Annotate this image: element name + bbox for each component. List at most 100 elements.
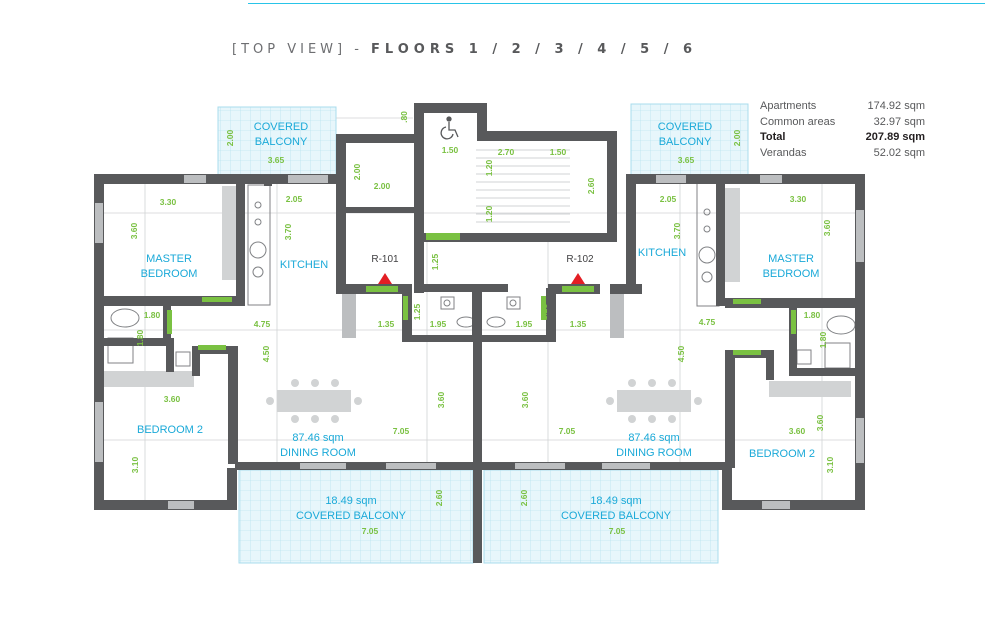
room-label: BEDROOM 2 <box>137 424 203 436</box>
dimension-label: 3.65 <box>678 155 695 165</box>
dimension-label: 1.25 <box>430 253 440 270</box>
dimension-label: 1.80 <box>818 331 828 348</box>
dimension-label: 4.75 <box>699 317 716 327</box>
unit-label-r101: R-101 <box>371 254 399 265</box>
dimension-label: 1.80 <box>144 310 161 320</box>
room-label: BEDROOM <box>141 268 198 280</box>
windows <box>95 175 864 509</box>
dimension-label: 2.05 <box>660 194 677 204</box>
dimension-label: 1.95 <box>516 319 533 329</box>
area-label: Apartments <box>760 100 817 112</box>
dimension-label: 3.10 <box>825 456 835 473</box>
dimension-label: 3.30 <box>160 197 177 207</box>
room-label: KITCHEN <box>280 259 328 271</box>
dimension-label: 3.60 <box>129 222 139 239</box>
dimension-label: 2.70 <box>498 147 515 157</box>
dimension-label: 1.20 <box>484 159 494 176</box>
dimension-label: 7.05 <box>362 526 379 536</box>
room-label: BALCONY <box>255 136 308 148</box>
dimension-label: 3.60 <box>789 426 806 436</box>
view-title: [TOP VIEW] - FLOORS 1 / 2 / 3 / 4 / 5 / … <box>232 42 697 57</box>
view-title-floors: FLOORS 1 / 2 / 3 / 4 / 5 / 6 <box>371 42 698 57</box>
top-accent-rule <box>248 3 985 4</box>
dimension-label: 2.60 <box>434 489 444 506</box>
dimension-label: .80 <box>399 111 409 123</box>
room-label: MASTER <box>146 253 192 265</box>
area-label: Common areas <box>760 115 836 128</box>
area-value: 174.92 sqm <box>867 100 925 112</box>
dimension-label: 3.60 <box>815 414 825 431</box>
room-label: 87.46 sqm <box>628 432 679 444</box>
dimension-label: 1.20 <box>484 205 494 222</box>
area-row: Common areas 32.97 sqm <box>760 115 925 131</box>
area-row: Verandas 52.02 sqm <box>760 146 925 162</box>
room-label: DINING ROOM <box>280 447 356 459</box>
dimension-label: 1.25 <box>539 303 549 320</box>
dimension-label: 2.00 <box>374 181 391 191</box>
dimension-label: 1.35 <box>570 319 587 329</box>
dimension-label: 3.30 <box>790 194 807 204</box>
area-value: 32.97 sqm <box>873 115 925 128</box>
balcony-tiles <box>217 103 749 564</box>
view-title-prefix: [TOP VIEW] - <box>232 42 372 57</box>
dimension-label: 3.60 <box>164 394 181 404</box>
room-label: COVERED BALCONY <box>296 510 407 522</box>
dimension-label: 3.10 <box>130 456 140 473</box>
dimension-label: 1.50 <box>442 145 459 155</box>
dimension-label: 2.60 <box>519 489 529 506</box>
dimension-labels: 2.00 3.65 .80 2.00 2.00 1.50 2.70 1.50 1.20 1.20 2… <box>129 111 835 536</box>
room-label: MASTER <box>768 253 814 265</box>
dimension-label: 3.60 <box>520 391 530 408</box>
room-label: BEDROOM <box>763 268 820 280</box>
dimension-label: 1.35 <box>378 319 395 329</box>
area-value: 52.02 sqm <box>873 146 925 159</box>
dimension-label: 2.00 <box>225 129 235 146</box>
staircase <box>476 149 570 223</box>
entrance-marker-r102 <box>571 273 585 284</box>
dimension-label: 1.25 <box>412 303 422 320</box>
dimension-label: 4.50 <box>676 345 686 362</box>
area-value: 207.89 sqm <box>865 131 925 143</box>
dimension-label: 1.50 <box>550 147 567 157</box>
dimension-label: 3.70 <box>672 222 682 239</box>
entrance-marker-r101 <box>378 273 392 284</box>
walls <box>94 103 865 563</box>
dimension-label: 7.05 <box>393 426 410 436</box>
area-label: Total <box>760 131 786 143</box>
dimension-label: 7.05 <box>609 526 626 536</box>
dimension-label: 2.05 <box>286 194 303 204</box>
dimension-label: 3.70 <box>283 223 293 240</box>
dimension-label: 4.50 <box>261 345 271 362</box>
room-label: COVERED BALCONY <box>561 510 672 522</box>
dimension-label: 3.65 <box>268 155 285 165</box>
dining-tables <box>266 379 702 423</box>
dimension-label: 7.05 <box>559 426 576 436</box>
door-openings <box>167 233 796 355</box>
dimension-label: 2.60 <box>586 177 596 194</box>
room-label: BALCONY <box>659 136 712 148</box>
room-label: BEDROOM 2 <box>749 448 815 460</box>
dimension-label: 1.80 <box>804 310 821 320</box>
unit-label-r102: R-102 <box>566 254 594 265</box>
room-label: 18.49 sqm <box>325 495 376 507</box>
closets <box>104 186 851 397</box>
dimension-label: 2.00 <box>352 163 362 180</box>
room-label: KITCHEN <box>638 247 686 259</box>
room-label: COVERED <box>658 121 712 133</box>
dimension-label: 3.60 <box>822 219 832 236</box>
dimension-label: 1.80 <box>135 329 145 346</box>
dimension-label: 4.75 <box>254 319 271 329</box>
area-row: Total 207.89 sqm <box>760 130 925 146</box>
area-label: Verandas <box>760 146 807 159</box>
dimension-label: 3.60 <box>436 391 446 408</box>
dimension-label: 2.00 <box>732 129 742 146</box>
dimension-label: 1.95 <box>430 319 447 329</box>
room-labels: COVERED BALCONY COVERED BALCONY MASTER BEDROO… <box>137 121 819 522</box>
room-label: DINING ROOM <box>616 447 692 459</box>
room-label: COVERED <box>254 121 308 133</box>
area-row: Apartments 174.92 sqm <box>760 99 925 115</box>
wheelchair-icon <box>440 116 459 140</box>
room-label: 87.46 sqm <box>292 432 343 444</box>
